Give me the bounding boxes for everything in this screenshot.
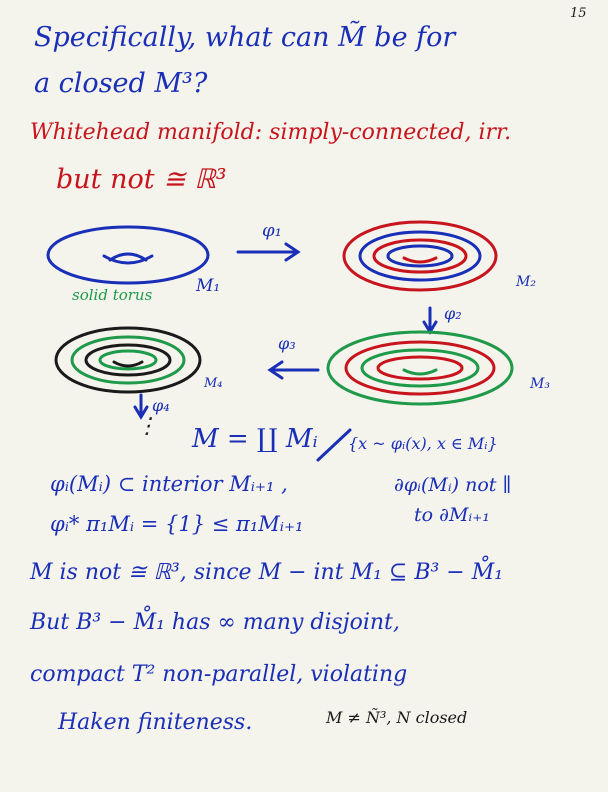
label-m4: M₄ bbox=[204, 376, 223, 391]
label-m1: M₁ bbox=[196, 276, 221, 296]
torus-m3 bbox=[326, 330, 514, 406]
whitehead-line-1: Whitehead manifold: simply-connected, ir… bbox=[30, 120, 512, 145]
conclusion-line-1: M is not ≅ ℝ³, since M − int M₁ ⊆ B³ − M… bbox=[30, 560, 504, 585]
whitehead-line-2: but not ≅ ℝ³ bbox=[56, 164, 227, 195]
continuation-dots: ⋮ bbox=[136, 414, 158, 439]
arrow-phi3 bbox=[267, 360, 320, 380]
definition-relation: {x ~ φᵢ(x), x ∈ Mᵢ} bbox=[348, 434, 498, 453]
label-solid-torus: solid torus bbox=[72, 286, 153, 304]
conclusion-note: M ≠ Ñ³, N closed bbox=[326, 708, 468, 727]
label-phi1: φ₁ bbox=[262, 220, 282, 241]
property-line-1-left: φᵢ(Mᵢ) ⊂ interior Mᵢ₊₁ , bbox=[50, 472, 288, 496]
arrow-phi2 bbox=[422, 306, 438, 335]
intro-line-1: Specifically, what can M̃ be for bbox=[34, 22, 456, 53]
arrow-phi1 bbox=[236, 242, 301, 262]
torus-m1 bbox=[46, 225, 210, 285]
property-line-2-right: to ∂Mᵢ₊₁ bbox=[414, 504, 490, 526]
conclusion-line-3: compact T² non-parallel, violating bbox=[30, 662, 408, 687]
torus-m2 bbox=[342, 220, 498, 292]
property-line-1-right: ∂φᵢ(Mᵢ) not ∥ bbox=[394, 474, 512, 496]
conclusion-line-4: Haken finiteness. bbox=[58, 710, 253, 735]
label-phi3: φ₃ bbox=[278, 334, 296, 353]
torus-m4 bbox=[54, 326, 202, 394]
definition-union: M = ∐ Mᵢ bbox=[192, 424, 318, 454]
arrow-phi4 bbox=[133, 393, 149, 420]
label-m3: M₃ bbox=[530, 376, 550, 392]
label-phi2: φ₂ bbox=[444, 304, 462, 323]
quotient-slash bbox=[316, 428, 352, 462]
label-m2: M₂ bbox=[516, 274, 536, 290]
page-number: 15 bbox=[570, 6, 587, 21]
intro-line-2: a closed M³? bbox=[34, 68, 208, 99]
conclusion-line-2: But B³ − M̊₁ has ∞ many disjoint, bbox=[30, 610, 400, 635]
label-phi4: φ₄ bbox=[152, 396, 170, 415]
property-line-2-left: φᵢ* π₁Mᵢ = {1} ≤ π₁Mᵢ₊₁ bbox=[50, 512, 304, 536]
